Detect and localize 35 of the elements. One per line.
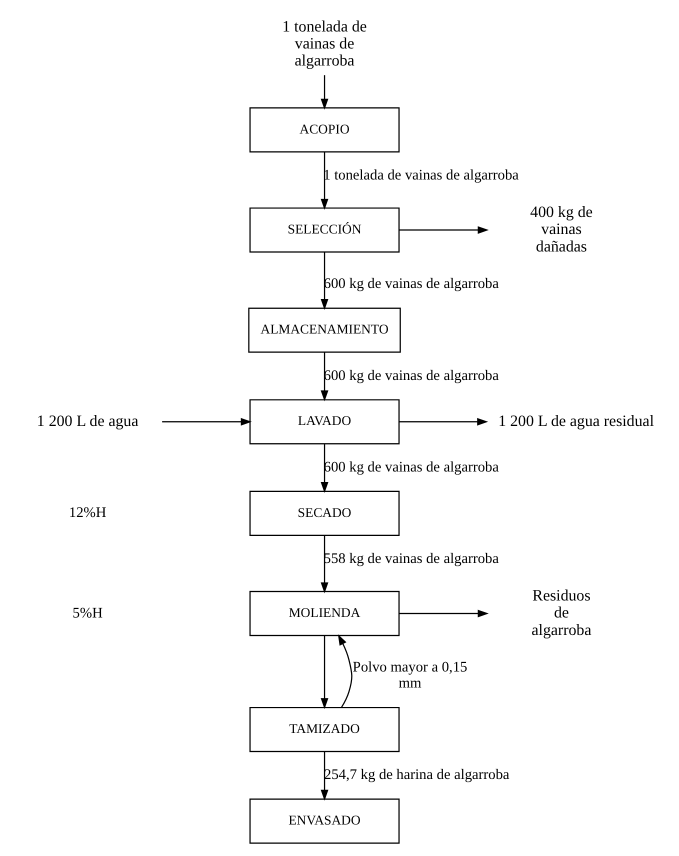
arrow — [399, 609, 489, 617]
node-box: ENVASADO — [249, 798, 400, 844]
arrow — [399, 226, 489, 234]
arrow — [320, 535, 328, 593]
arrow — [320, 252, 328, 310]
arrow — [338, 634, 352, 708]
node-text: 400 kg de vainas dañadas — [530, 204, 593, 255]
arrow — [320, 74, 328, 110]
edge-label: 600 kg de vainas de algarroba — [324, 458, 499, 475]
node-text: 1 200 L de agua — [36, 412, 138, 430]
node-box: ALMACENAMIENTO — [248, 307, 401, 352]
node-text: 1 tonelada de vainas de algarroba — [282, 18, 367, 70]
edge-label: Polvo mayor a 0,15 mm — [352, 659, 468, 692]
arrow — [320, 152, 328, 210]
edge-label: 600 kg de vainas de algarroba — [324, 367, 499, 384]
node-text: 1 200 L de agua residual — [498, 412, 654, 430]
arrow — [320, 444, 328, 493]
arrow — [320, 751, 328, 800]
edge-label: 254,7 kg de harina de algarroba — [324, 766, 510, 783]
node-box: TAMIZADO — [249, 706, 400, 752]
arrow — [162, 417, 252, 426]
node-box: MOLIENDA — [249, 590, 400, 636]
node-box: ACOPIO — [249, 106, 400, 152]
label: 12%H — [68, 504, 106, 521]
node-box: SELECCIÓN — [249, 206, 400, 252]
node-box: LAVADO — [249, 398, 400, 444]
arrow — [399, 417, 488, 426]
edge-label: 558 kg de vainas de algarroba — [324, 550, 499, 566]
node-text: Residuos de algarroba — [532, 587, 592, 638]
edge-label: 600 kg de vainas de algarroba — [324, 276, 499, 292]
label: 5%H — [72, 604, 103, 621]
arrow — [320, 352, 328, 401]
edge-label: 1 tonelada de vainas de algarroba — [323, 166, 519, 183]
arrow — [320, 635, 328, 709]
node-box: SECADO — [249, 490, 400, 536]
